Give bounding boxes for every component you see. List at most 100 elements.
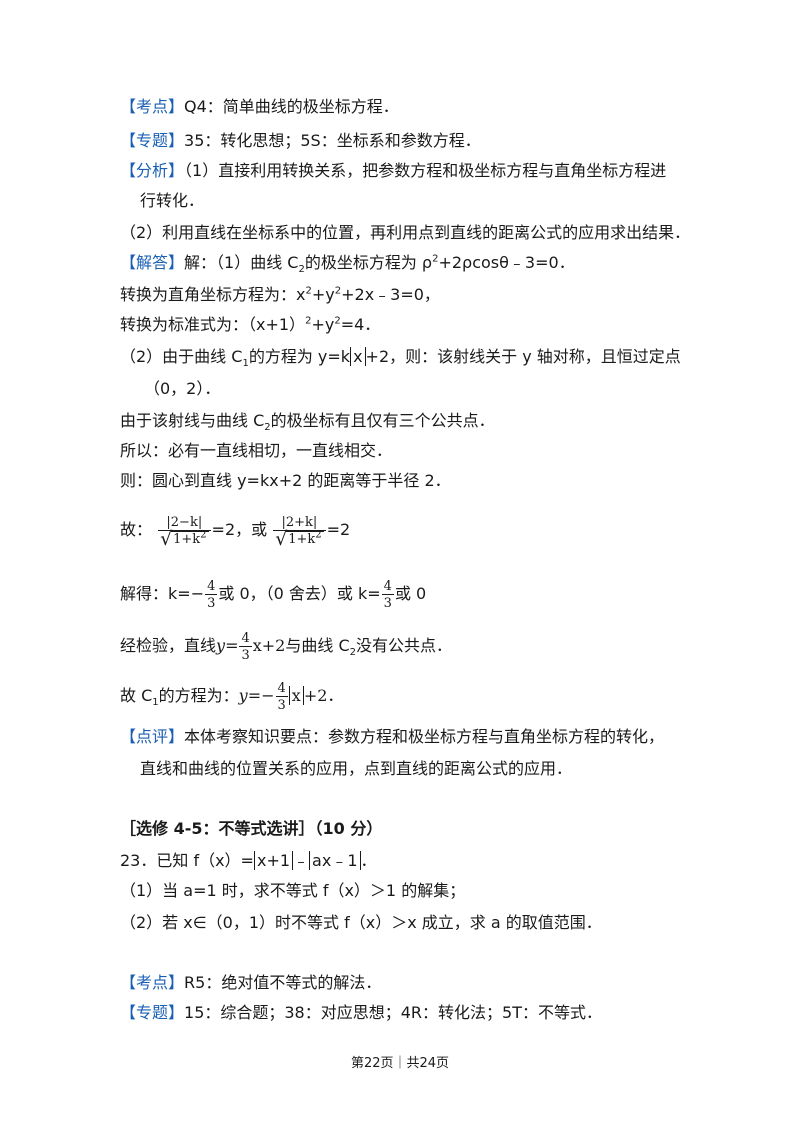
line-fenxi-cont: 行转化．	[140, 191, 205, 210]
subscript: 1	[152, 697, 159, 709]
text: −	[190, 584, 205, 603]
numerator: 4	[383, 578, 392, 594]
question-23-part2: （2）若 x∈（0，1）时不等式 f（x）＞x 成立，求 a 的取值范围．	[120, 913, 602, 932]
denominator: 3	[205, 593, 218, 611]
line-text: 本体考察知识要点：参数方程和极坐标方程与直角坐标方程的转化，	[184, 727, 665, 746]
superscript: 2	[334, 315, 341, 327]
text: 23．已知 f（x）=	[120, 851, 254, 870]
section-tag: 【分析】	[120, 161, 185, 180]
abs-expression: x	[288, 686, 304, 705]
text: x+2	[252, 636, 286, 655]
abs-expression: x	[350, 347, 366, 366]
line-fenxi-2: （2）利用直线在坐标系中的位置，再利用点到直线的距离公式的应用求出结果．	[120, 223, 691, 242]
line-fenxi: 【分析】（1）直接利用转换关系，把参数方程和极坐标方程与直角坐标方程进	[120, 160, 666, 182]
section-tag: 【专题】	[120, 1003, 185, 1022]
text: ﹣	[293, 851, 310, 870]
line-zhuanti-2: 【专题】15：综合题；38：对应思想；4R：转化法；5T：不等式．	[120, 1002, 602, 1024]
text: =	[225, 636, 239, 655]
subscript: 2	[349, 647, 356, 659]
text: +2．	[303, 686, 344, 705]
denominator: 3	[275, 695, 288, 713]
variable: y	[216, 636, 226, 655]
numerator: 4	[207, 578, 216, 594]
section-tag: 【点评】	[120, 727, 185, 746]
denominator: 3	[239, 645, 252, 663]
text: 由于该射线与曲线 C	[120, 411, 265, 430]
text: 故 C	[120, 686, 153, 705]
superscript: 2	[305, 285, 312, 297]
line-jieda: 【解答】解：（1）曲线 C2的极坐标方程为 ρ2+2ρcosθ﹣3=0．	[120, 252, 575, 276]
text: =2，或	[211, 520, 268, 539]
text: +y	[311, 285, 335, 304]
line-text: 35：转化思想；5S：坐标系和参数方程．	[184, 131, 481, 150]
numerator: 4	[241, 630, 250, 646]
subscript: 1	[242, 358, 249, 370]
line-equation: 故： |2−k| √1+k2 =2，或 |2+k| √1+k2 =2	[120, 510, 350, 550]
abs-expression: ax﹣1	[309, 851, 361, 870]
subscript: 2	[264, 422, 271, 434]
section-tag: 【解答】	[120, 253, 185, 272]
section-tag: 【考点】	[120, 973, 185, 992]
superscript: 2	[334, 285, 342, 297]
line-text: 15：综合题；38：对应思想；4R：转化法；5T：不等式．	[184, 1003, 602, 1022]
section-tag: 【考点】	[120, 97, 185, 116]
text: 的极坐标有且仅有三个公共点．	[270, 411, 495, 430]
text: +2ρcosθ﹣3=0．	[438, 253, 575, 272]
denominator: √1+k2	[273, 527, 326, 550]
text: 故：	[120, 520, 153, 539]
line-dianping: 【点评】本体考察知识要点：参数方程和极坐标方程与直角坐标方程的转化，	[120, 726, 664, 748]
sqrt: √1+k2	[275, 527, 324, 550]
fraction: |2−k| √1+k2	[158, 514, 211, 550]
text: ．	[360, 851, 377, 870]
text: +2x﹣3=0，	[341, 285, 440, 304]
line-distance: 则：圆心到直线 y=kx+2 的距离等于半径 2．	[120, 471, 451, 490]
text: 转换为直角坐标方程为：x	[120, 285, 306, 304]
page-footer: 第22页｜共24页	[350, 1056, 450, 1071]
section-heading: ［选修 4-5：不等式选讲］（10 分）	[120, 819, 383, 838]
line-kaodian: 【考点】Q4：简单曲线的极坐标方程．	[120, 96, 399, 118]
superscript: 2	[305, 315, 312, 327]
denominator: 3	[381, 593, 394, 611]
superscript: 2	[315, 529, 322, 541]
line-text: Q4：简单曲线的极坐标方程．	[184, 97, 399, 116]
abs-expression: x+1	[253, 851, 294, 870]
text: 的极坐标方程为 ρ	[304, 253, 433, 272]
subscript: 2	[298, 264, 305, 276]
line-convert-1: 转换为直角坐标方程为：x2+y2+2x﹣3=0，	[120, 284, 440, 306]
line-kaodian-2: 【考点】R5：绝对值不等式的解法．	[120, 972, 381, 994]
line-tangent: 所以：必有一直线相切，一直线相交．	[120, 441, 393, 460]
text: +2，则：该射线关于 y 轴对称，且恒过定点	[365, 347, 681, 366]
question-23-part1: （1）当 a=1 时，求不等式 f（x）＞1 的解集；	[120, 881, 466, 900]
numerator: |2−k|	[166, 514, 203, 530]
line-text: （1）直接利用转换关系，把参数方程和极坐标方程与直角坐标方程进	[184, 161, 667, 180]
question-23: 23．已知 f（x）=x+1﹣ax﹣1．	[120, 850, 377, 872]
line-intersect: 由于该射线与曲线 C2的极坐标有且仅有三个公共点．	[120, 410, 495, 434]
line-dianping-cont: 直线和曲线的位置关系的应用，点到直线的距离公式的应用．	[140, 759, 573, 778]
text: =4．	[340, 315, 381, 334]
text: 转换为标准式为：（x+1）	[120, 315, 306, 334]
line-part2-cont: （0，2）．	[144, 379, 221, 398]
superscript: 2	[432, 253, 439, 265]
text: 的方程为：	[158, 686, 239, 705]
radicand: 1+k	[288, 531, 316, 547]
text: （2）由于曲线 C	[120, 347, 243, 366]
numerator: |2+k|	[281, 514, 318, 530]
text: 或 0，（0 舍去）或 k=	[218, 584, 381, 603]
superscript: 2	[200, 529, 207, 541]
text: 的方程为 y=k	[248, 347, 351, 366]
fraction: |2+k| √1+k2	[273, 514, 326, 550]
text: 没有公共点．	[356, 636, 453, 655]
line-convert-2: 转换为标准式为：（x+1）2+y2=4．	[120, 314, 380, 336]
text: 经检验，直线	[120, 636, 217, 655]
sqrt: √1+k2	[160, 527, 209, 550]
radicand: 1+k	[173, 531, 201, 547]
text: =−	[247, 686, 275, 705]
